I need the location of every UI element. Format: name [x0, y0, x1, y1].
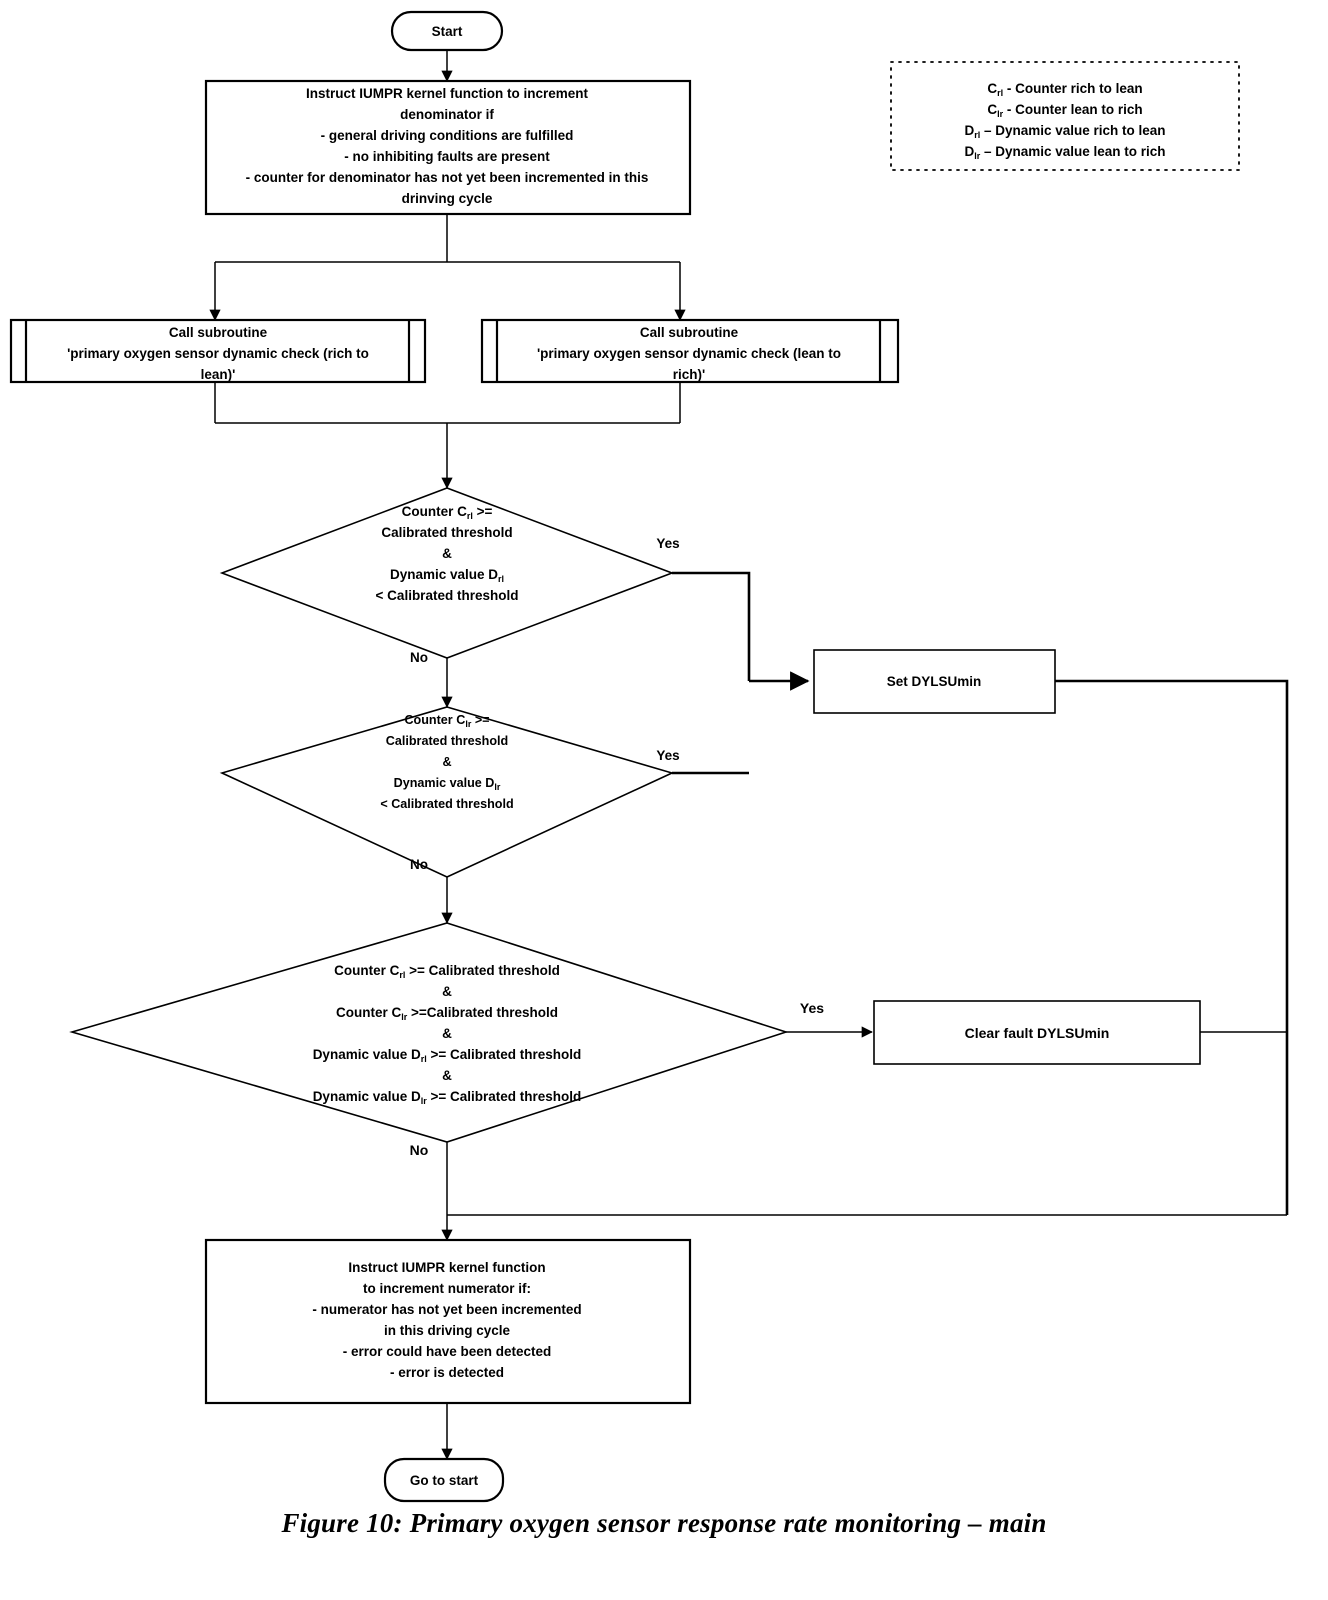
legend-entry-3: Dlr – Dynamic value lean to rich: [964, 144, 1165, 161]
subroutine-lr-line-1: Call subroutine: [640, 325, 739, 340]
node-subroutine-lean-to-rich[interactable]: Call subroutine 'primary oxygen sensor d…: [480, 318, 900, 384]
node-set-dylsumin[interactable]: Set DYLSUmin: [813, 649, 1056, 714]
decision1-yes-label: Yes: [656, 536, 679, 551]
node-start[interactable]: Start: [390, 10, 504, 52]
subroutine-rl-line-1: Call subroutine: [169, 325, 268, 340]
decision3-no-label: No: [410, 1142, 429, 1158]
node-go-to-start-label: Go to start: [410, 1473, 479, 1488]
node-decision-lean-to-rich[interactable]: Counter Clr >= Calibrated threshold & Dy…: [219, 706, 680, 878]
denominator-line-1: Instruct IUMPR kernel function to increm…: [306, 86, 589, 101]
connector-decision1-yes: [672, 571, 751, 681]
legend-box: Crl - Counter rich to lean Clr - Counter…: [890, 61, 1240, 171]
decision3-line-3: Counter Clr >=Calibrated threshold: [336, 1005, 558, 1022]
subroutine-rl-line-3: lean)': [201, 367, 236, 382]
decision1-line-2: Calibrated threshold: [381, 525, 512, 540]
denominator-line-6: drinving cycle: [402, 191, 493, 206]
decision1-line-3: &: [442, 546, 452, 561]
subroutine-rl-line-2: 'primary oxygen sensor dynamic check (ri…: [67, 346, 369, 361]
decision2-yes-label: Yes: [656, 748, 679, 763]
node-decision-rich-to-lean[interactable]: Counter Crl >= Calibrated threshold & Dy…: [219, 487, 680, 665]
numerator-line-3: - numerator has not yet been incremented: [312, 1302, 581, 1317]
legend-entry-0: Crl - Counter rich to lean: [987, 81, 1142, 98]
decision2-line-2: Calibrated threshold: [386, 734, 508, 748]
figure-caption: Figure 10: Primary oxygen sensor respons…: [281, 1508, 1047, 1538]
numerator-line-6: - error is detected: [390, 1365, 504, 1380]
decision3-line-7: Dynamic value Dlr >= Calibrated threshol…: [313, 1089, 582, 1106]
node-subroutine-rich-to-lean[interactable]: Call subroutine 'primary oxygen sensor d…: [9, 318, 427, 384]
denominator-line-4: - no inhibiting faults are present: [344, 149, 550, 164]
decision2-line-5: < Calibrated threshold: [380, 797, 513, 811]
decision3-yes-label: Yes: [800, 1000, 824, 1016]
decision2-line-1: Counter Clr >=: [404, 713, 489, 729]
decision3-line-1: Counter Crl >= Calibrated threshold: [334, 963, 560, 980]
connector-set-dylsumin-return: [1055, 679, 1289, 1215]
decision2-line-4: Dynamic value Dlr: [394, 776, 501, 792]
legend-entry-2: Drl – Dynamic value rich to lean: [964, 123, 1165, 140]
subroutine-lr-line-2: 'primary oxygen sensor dynamic check (le…: [537, 346, 841, 361]
decision1-no-label: No: [410, 650, 428, 665]
node-go-to-start[interactable]: Go to start: [383, 1457, 505, 1503]
denominator-line-5: - counter for denominator has not yet be…: [246, 170, 649, 185]
decision2-line-3: &: [442, 755, 451, 769]
set-dylsumin-label: Set DYLSUmin: [887, 674, 982, 689]
decision2-no-label: No: [410, 857, 428, 872]
denominator-line-3: - general driving conditions are fulfill…: [321, 128, 574, 143]
numerator-line-5: - error could have been detected: [343, 1344, 552, 1359]
decision3-line-5: Dynamic value Drl >= Calibrated threshol…: [313, 1047, 582, 1064]
decision3-line-6: &: [442, 1068, 452, 1083]
decision3-line-4: &: [442, 1026, 452, 1041]
subroutine-lr-line-3: rich)': [673, 367, 705, 382]
node-clear-fault-dylsumin[interactable]: Clear fault DYLSUmin: [873, 1000, 1201, 1065]
node-decision-all-thresholds[interactable]: Counter Crl >= Calibrated threshold & Co…: [69, 922, 824, 1158]
decision3-line-2: &: [442, 984, 452, 999]
decision1-line-5: < Calibrated threshold: [376, 588, 519, 603]
denominator-line-2: denominator if: [400, 107, 494, 122]
clear-fault-dylsumin-label: Clear fault DYLSUmin: [965, 1025, 1110, 1041]
numerator-line-4: in this driving cycle: [384, 1323, 511, 1338]
node-increment-numerator[interactable]: Instruct IUMPR kernel function to increm…: [204, 1238, 692, 1405]
node-start-label: Start: [432, 24, 463, 39]
decision1-line-4: Dynamic value Drl: [390, 567, 504, 584]
legend-entry-1: Clr - Counter lean to rich: [987, 102, 1142, 119]
decision1-line-1: Counter Crl >=: [402, 504, 493, 521]
node-increment-denominator[interactable]: Instruct IUMPR kernel function to increm…: [204, 79, 692, 216]
numerator-line-1: Instruct IUMPR kernel function: [348, 1260, 545, 1275]
numerator-line-2: to increment numerator if:: [363, 1281, 531, 1296]
